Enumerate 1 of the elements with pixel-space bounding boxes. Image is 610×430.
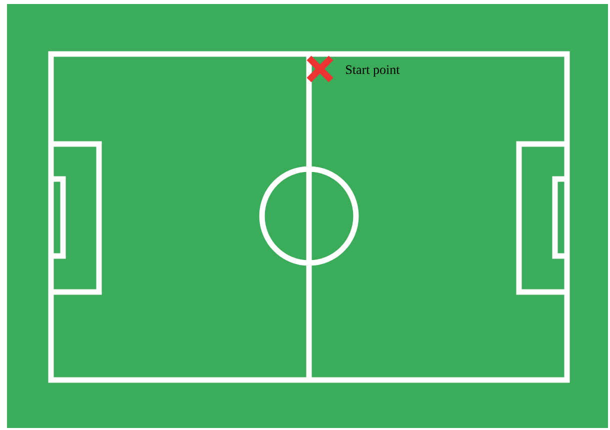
marker-label: Start point <box>346 65 400 77</box>
